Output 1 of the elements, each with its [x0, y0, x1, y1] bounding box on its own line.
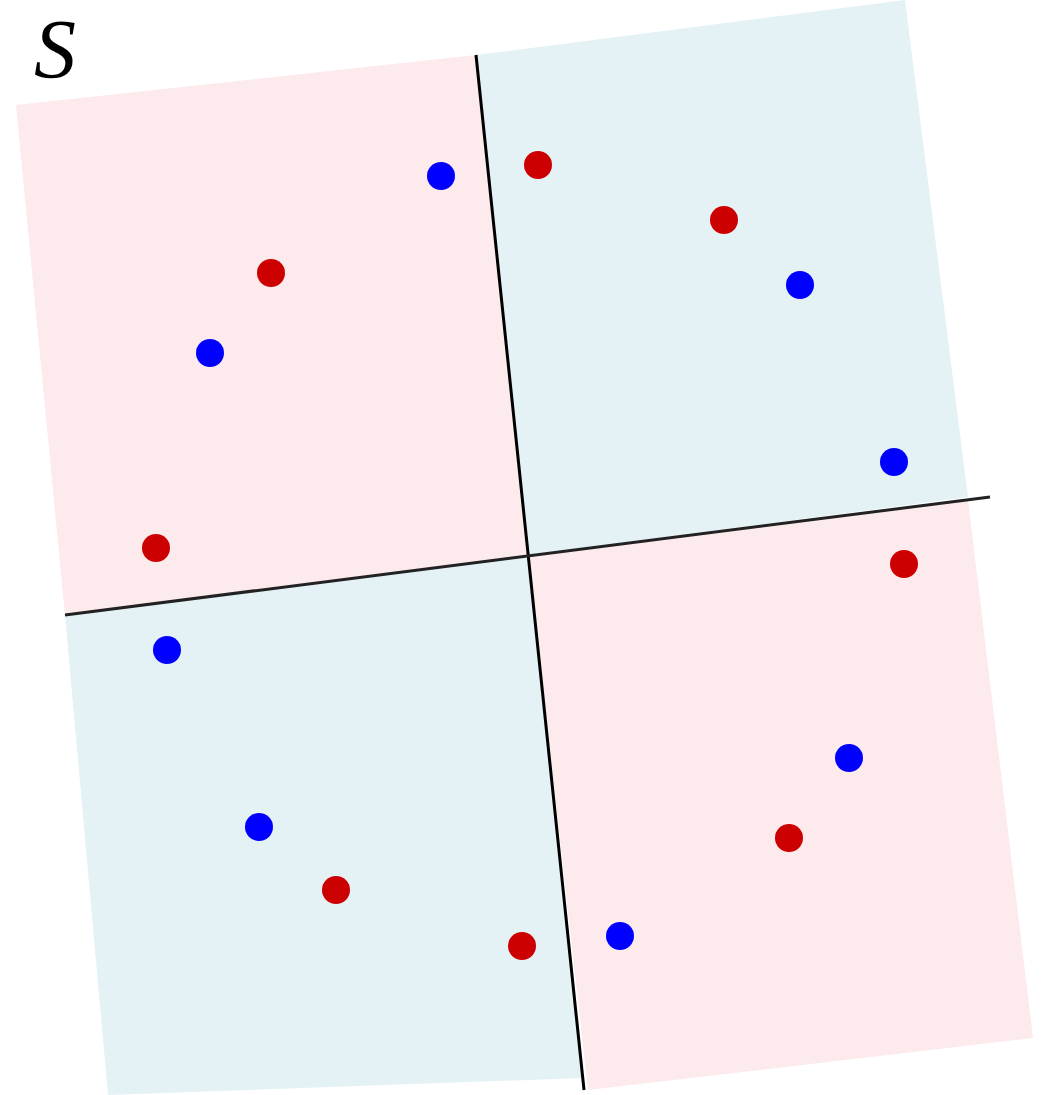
- set-label: S: [34, 8, 76, 92]
